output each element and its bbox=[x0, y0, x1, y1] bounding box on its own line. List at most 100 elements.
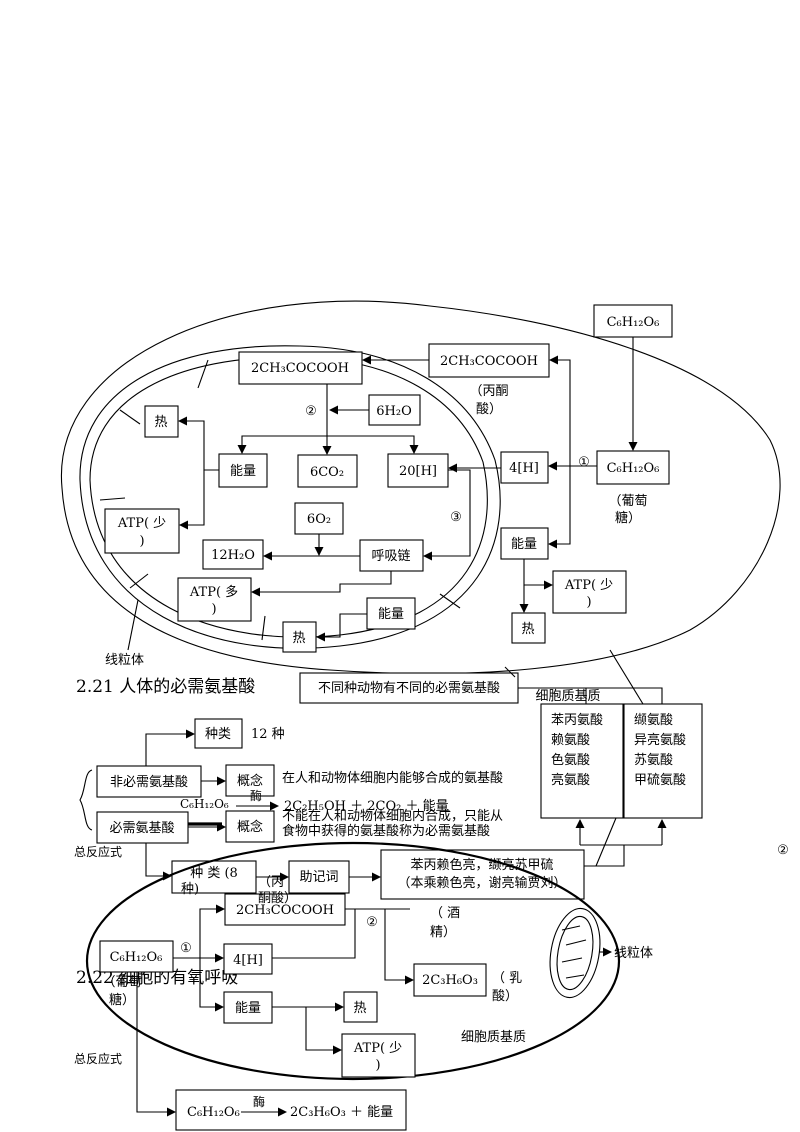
svg-text:C₆H₁₂O₆: C₆H₁₂O₆ bbox=[607, 461, 660, 476]
alcohol-enzyme: 酶 bbox=[250, 788, 262, 803]
mnemonic-label-box: 助记词 bbox=[288, 860, 350, 894]
kinds8-box: 种 类 (8 种) bbox=[171, 860, 257, 897]
svg-text:甲硫氨酸: 甲硫氨酸 bbox=[634, 773, 686, 788]
glucose-bottom-label: （葡萄 bbox=[102, 975, 141, 990]
svg-text:): ) bbox=[139, 534, 144, 549]
svg-text:缬氨酸: 缬氨酸 bbox=[634, 713, 673, 728]
pyruvate-cytoplasm-label: （丙酮 bbox=[469, 384, 508, 399]
svg-text:20[H]: 20[H] bbox=[399, 464, 437, 479]
kinds-box: 种类 bbox=[194, 718, 243, 749]
svg-text:2C₃H₆O₃: 2C₃H₆O₃ bbox=[422, 973, 478, 988]
svg-text:2C₃H₆O₃ ＋ 能量: 2C₃H₆O₃ ＋ 能量 bbox=[290, 1105, 393, 1120]
svg-text:6O₂: 6O₂ bbox=[307, 512, 331, 527]
glucose-label: （葡萄 bbox=[608, 494, 647, 509]
svg-text:概念: 概念 bbox=[237, 773, 263, 789]
svg-text:非必需氨基酸: 非必需氨基酸 bbox=[110, 775, 188, 790]
heat-bottom-box: 热 bbox=[343, 991, 378, 1023]
svg-text:能量: 能量 bbox=[235, 1001, 261, 1016]
svg-text:热: 热 bbox=[521, 622, 534, 637]
svg-text:2CH₃COCOOH: 2CH₃COCOOH bbox=[236, 903, 334, 918]
lactate-box: 2C₃H₆O₃ bbox=[413, 963, 487, 997]
pyruvate-bottom-box: 2CH₃COCOOH bbox=[224, 893, 346, 926]
svg-text:能量: 能量 bbox=[511, 537, 537, 552]
amino-list-right-box: 缬氨酸 异亮氨酸 苏氨酸 甲硫氨酸 bbox=[623, 703, 703, 819]
aerobic-heading: 2.22 细胞的有氧呼吸 bbox=[76, 968, 238, 988]
pyruvate-mito-box: 2CH₃COCOOH bbox=[238, 351, 363, 385]
svg-text:种): 种) bbox=[181, 882, 199, 897]
concept2-box: 概念 bbox=[225, 810, 275, 843]
atp-small-mito-box: ATP( 少 ) bbox=[104, 508, 180, 554]
svg-text:能量: 能量 bbox=[378, 607, 404, 622]
svg-text:糖）: 糖） bbox=[615, 510, 641, 526]
heat-cytoplasm-box: 热 bbox=[511, 612, 546, 644]
step1-marker: ① bbox=[578, 455, 590, 470]
cyto-label-fragment: 细胞质基质 bbox=[535, 689, 600, 704]
svg-text:苯丙赖色亮，缬亮苏甲硫: 苯丙赖色亮，缬亮苏甲硫 bbox=[410, 857, 553, 873]
energy-mito-box: 能量 bbox=[218, 453, 268, 488]
svg-text:C₆H₁₂O₆: C₆H₁₂O₆ bbox=[607, 315, 660, 330]
cytoplasm-label: 细胞质基质 bbox=[461, 1030, 526, 1045]
lactic-formula-box: C₆H₁₂O₆ 酶 2C₃H₆O₃ ＋ 能量 bbox=[175, 1089, 407, 1131]
svg-text:亮氨酸: 亮氨酸 bbox=[551, 772, 590, 788]
pyruvate-bottom-label: （丙 bbox=[258, 875, 284, 890]
energy-bottom-box: 能量 bbox=[223, 991, 273, 1024]
svg-text:12H₂O: 12H₂O bbox=[211, 548, 255, 563]
svg-text:概念: 概念 bbox=[237, 819, 263, 835]
mitochondrion-label: 线粒体 bbox=[105, 653, 144, 668]
svg-text:热: 热 bbox=[154, 415, 167, 430]
bottom-arrows bbox=[136, 904, 414, 1117]
heat-mito-box: 热 bbox=[144, 405, 179, 438]
svg-text:热: 热 bbox=[353, 1001, 366, 1016]
co2-box: 6CO₂ bbox=[297, 454, 358, 488]
kinds-count: 12 种 bbox=[251, 727, 285, 742]
atp-small-bottom-box: ATP( 少 ) bbox=[341, 1033, 416, 1078]
svg-text:赖氨酸: 赖氨酸 bbox=[551, 733, 590, 748]
svg-text:): ) bbox=[375, 1058, 380, 1073]
mitochondrion-icon bbox=[549, 907, 601, 999]
svg-text:C₆H₁₂O₆: C₆H₁₂O₆ bbox=[110, 950, 163, 965]
essential-definition: 不能在人和动物体细胞内合成，只能从 bbox=[282, 808, 503, 824]
top-arrows bbox=[178, 337, 638, 642]
svg-text:不同种动物有不同的必需氨基酸: 不同种动物有不同的必需氨基酸 bbox=[318, 680, 500, 696]
glucose-box: C₆H₁₂O₆ bbox=[596, 450, 670, 485]
brace bbox=[79, 769, 93, 831]
svg-text:助记词: 助记词 bbox=[299, 870, 338, 885]
nonessential-definition: 在人和动物体细胞内能够合成的氨基酸 bbox=[282, 770, 503, 786]
lactate-label: （ 乳 bbox=[492, 971, 522, 986]
essential-box: 必需氨基酸 bbox=[96, 811, 189, 844]
svg-text:ATP( 少: ATP( 少 bbox=[117, 516, 166, 531]
h4-bottom-box: 4[H] bbox=[223, 943, 273, 975]
respiratory-chain-box: 呼吸链 bbox=[359, 539, 424, 572]
step3-marker: ③ bbox=[450, 510, 462, 525]
svg-text:ATP( 多: ATP( 多 bbox=[189, 584, 238, 600]
nonessential-box: 非必需氨基酸 bbox=[96, 765, 202, 798]
alcohol-products: 2C₂H₅OH ＋ 2CO₂ ＋ 能量 bbox=[284, 799, 449, 814]
svg-text:必需氨基酸: 必需氨基酸 bbox=[109, 821, 174, 836]
h4-cytoplasm-box: 4[H] bbox=[500, 451, 549, 484]
svg-text:能量: 能量 bbox=[230, 464, 256, 479]
mitochondrion-outer bbox=[79, 345, 501, 649]
glucose-top-box: C₆H₁₂O₆ bbox=[593, 304, 673, 338]
glucose-bottom-box: C₆H₁₂O₆ bbox=[99, 940, 174, 973]
svg-text:精）: 精） bbox=[430, 925, 456, 940]
svg-text:异亮氨酸: 异亮氨酸 bbox=[634, 732, 686, 748]
svg-text:6H₂O: 6H₂O bbox=[376, 404, 411, 419]
cristae bbox=[99, 359, 461, 641]
cell-ellipse bbox=[85, 841, 621, 1081]
svg-text:C₆H₁₂O₆: C₆H₁₂O₆ bbox=[187, 1105, 240, 1120]
svg-text:糖）: 糖） bbox=[109, 992, 135, 1008]
svg-text:ATP( 少: ATP( 少 bbox=[564, 578, 613, 593]
cell-outline bbox=[60, 300, 781, 675]
banner-box: 不同种动物有不同的必需氨基酸 bbox=[299, 672, 519, 704]
mitochondrion-inner bbox=[89, 356, 488, 638]
svg-text:酶: 酶 bbox=[253, 1094, 265, 1109]
amino-list-connectors bbox=[504, 649, 667, 867]
svg-text:热: 热 bbox=[292, 631, 305, 646]
energy-chain-box: 能量 bbox=[366, 597, 416, 630]
svg-text:色氨酸: 色氨酸 bbox=[551, 752, 590, 768]
h20-box: 20[H] bbox=[387, 453, 449, 488]
svg-text:种 类 (8: 种 类 (8 bbox=[190, 866, 238, 881]
svg-text:酮酸）: 酮酸） bbox=[258, 891, 297, 906]
step2-bottom: ② bbox=[366, 915, 378, 930]
